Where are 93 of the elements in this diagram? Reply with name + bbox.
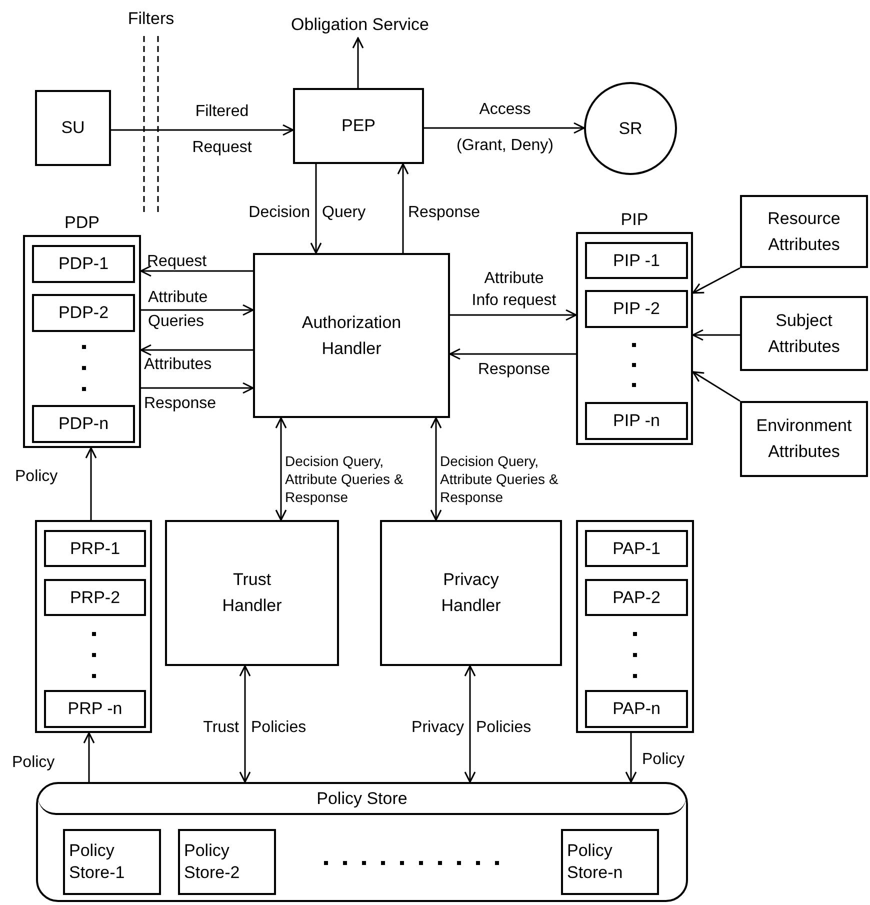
component-box	[380, 520, 562, 666]
edge-label: Attribute Queries	[148, 288, 209, 332]
node-text: PAP-1	[612, 538, 662, 560]
edge-label: Request	[147, 252, 208, 272]
arrow	[141, 304, 254, 316]
node-text: PEP	[340, 115, 377, 137]
component-box	[165, 520, 339, 666]
item-box	[585, 579, 688, 616]
edge-label: Policy	[15, 467, 59, 487]
edge-label: Attribute Info request	[470, 269, 558, 311]
item-box	[561, 829, 659, 895]
edge-label: Access (Grant, Deny)	[456, 100, 554, 156]
node-text: PDP-1	[57, 253, 110, 275]
node-text: PDP-2	[57, 302, 110, 324]
item-box	[585, 402, 688, 440]
arrow	[625, 733, 637, 783]
node-text: PRP-1	[68, 538, 122, 560]
arrow	[692, 267, 740, 294]
arrow	[141, 382, 254, 394]
arrow	[140, 344, 253, 356]
node-text: Obligation Service	[290, 14, 430, 36]
edge-label: Attributes	[144, 355, 213, 375]
item-box	[585, 242, 688, 279]
arrow	[83, 732, 95, 782]
arrow	[424, 122, 585, 134]
edge-label: Privacy Policies	[410, 718, 532, 738]
arrow	[111, 124, 294, 136]
node-text: Subject Attributes	[767, 310, 841, 358]
component-box	[35, 90, 111, 166]
arrow	[85, 447, 97, 520]
arrow	[692, 371, 740, 402]
component-box	[740, 195, 868, 268]
node-text: Authorization Handler	[300, 312, 402, 360]
edge-label: Response	[144, 394, 218, 414]
item-box	[44, 690, 146, 728]
component-box	[253, 253, 450, 418]
edge-label: Decision Query	[248, 203, 367, 223]
arrow	[275, 417, 287, 521]
component-box	[293, 88, 424, 164]
node-text: Resource Attributes	[766, 208, 842, 256]
arrow	[397, 163, 409, 253]
container-box	[576, 520, 694, 733]
arrow	[450, 309, 577, 321]
item-box	[585, 690, 688, 728]
component-box	[740, 296, 868, 371]
node-text: PRP-2	[68, 586, 122, 608]
item-box	[585, 290, 688, 328]
store-heading: Policy Store	[316, 788, 408, 810]
store-cylinder	[36, 782, 688, 902]
arrow	[464, 665, 476, 783]
arrow	[449, 348, 576, 360]
edge-label: Response	[408, 203, 482, 223]
item-box	[44, 530, 146, 567]
arrow	[310, 164, 322, 254]
edge-label: Response	[478, 360, 552, 380]
arrow	[352, 37, 364, 88]
node-text: Trust Handler	[221, 569, 283, 617]
edge-label: Decision Query, Attribute Queries & Response	[440, 452, 560, 506]
component-box	[740, 401, 868, 477]
node-text: Privacy Handler	[440, 569, 502, 617]
node-text: PIP -1	[612, 250, 661, 272]
item-box	[63, 829, 161, 895]
group-heading: PIP	[620, 209, 650, 231]
node-text: Policy Store-2	[183, 840, 241, 884]
item-box	[32, 294, 135, 332]
node-text: Environment Attributes	[755, 415, 853, 463]
container-box	[35, 520, 152, 733]
item-box	[178, 829, 276, 895]
arrow	[430, 417, 442, 521]
item-box	[32, 245, 135, 283]
filter-label: Filters	[126, 8, 176, 30]
node-text: PIP -2	[612, 298, 661, 320]
node-text: PDP-n	[57, 413, 110, 435]
edge-label: Policy	[642, 750, 686, 770]
arrow	[140, 265, 253, 277]
arrow	[239, 665, 251, 783]
node-text: Policy Store-1	[68, 840, 126, 884]
node-text: PRP -n	[66, 698, 124, 720]
node-text: Policy Store-n	[566, 840, 624, 884]
node-text: PAP-2	[612, 586, 662, 608]
edge-label: Filtered Request	[192, 102, 252, 158]
node-text: PIP -n	[612, 410, 661, 432]
item-box	[32, 405, 135, 443]
arrow	[692, 329, 740, 341]
edge-label: Decision Query, Attribute Queries & Response	[285, 452, 404, 506]
node-text: SR	[618, 118, 644, 140]
item-box	[44, 579, 146, 616]
node-text: PAP-n	[612, 698, 662, 720]
item-box	[585, 530, 688, 567]
group-heading: PDP	[64, 212, 100, 234]
edge-label: Policy	[12, 753, 56, 773]
edge-label: Trust Policies	[202, 718, 306, 738]
node-text: SU	[60, 117, 86, 139]
